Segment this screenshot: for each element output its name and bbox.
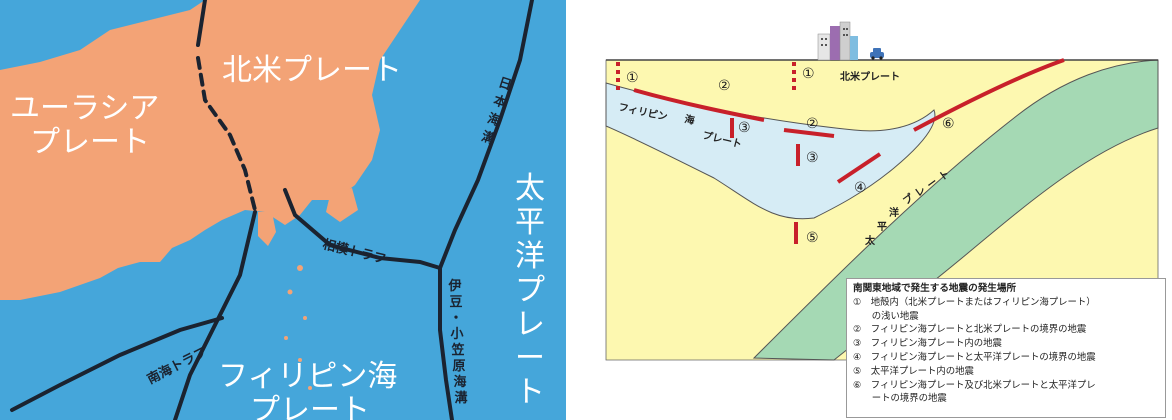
izu-trench-label-7: 海 [453,374,466,390]
buildings-icon [817,21,858,61]
izu-trench-label-8: 溝 [454,390,467,406]
izu-peninsula [258,212,276,246]
philippine-sea-plate [605,82,936,220]
sagami-trough-line [283,188,442,270]
marker-1-left: ① [626,70,639,86]
marker-3-left: ③ [738,120,751,136]
marker-2-center: ② [806,116,819,132]
eurasian-plate-label-2: プレート [30,125,150,160]
quake-zone-2-center [783,128,835,138]
philippine-plate-label-1: フィリピン海 [218,359,397,394]
eurasia-na-boundary-dashed [196,56,257,212]
marker-4: ④ [854,180,867,196]
izu-trench-label-4: 小 [450,327,463,342]
philippine-west-boundary [173,210,257,420]
pacific-plate-label-6: ー [515,341,545,376]
izu-trench-label-6: 原 [452,359,465,374]
legend-item-6-cont: ートの境界の地震 [853,393,947,405]
marker-3-center: ③ [806,150,819,166]
legend-item-4: ④ フィリピン海プレートと太平洋プレートの境界の地震 [853,351,1096,363]
izu-trench-label-1: 伊 [447,278,461,294]
japan-trench-label-4: 溝 [479,128,496,147]
japan-trench-label-1: 日 [496,75,513,93]
pacific-plate-label-5: レ [515,307,545,342]
marker-5: ⑤ [806,230,819,246]
legend-item-5: ⑤ 太平洋プレート内の地震 [853,365,974,377]
legend-item-1: ① 地殻内（北米プレートまたはフィリピン海プレート） [853,296,1096,308]
pacific-plate-label-3: 洋 [515,239,545,274]
section-pacific-char-3: 洋 [889,206,899,219]
eurasia-na-boundary-line [196,0,207,47]
legend-item-1-cont: の浅い地震 [853,310,919,322]
legend-item-6: ⑥ フィリピン海プレート及び北米プレートと太平洋プレ [853,379,1096,391]
marker-1-center: ① [802,66,815,82]
izu-trench-label-5: 笠 [450,342,464,358]
legend-item-2: ② フィリピン海プレートと北米プレートの境界の地震 [853,324,1087,336]
philippine-plate-label-2: プレート [250,393,370,420]
quake-zone-2-left [633,88,765,122]
izu-ogasawara-trench-line [438,266,454,420]
legend-title: 南関東地域で発生する地震の発生場所 [853,283,1017,294]
pacific-plate-label-4: プ [515,273,545,308]
pacific-plate-label-7: ト [515,375,545,410]
car-icon [870,48,884,60]
japan-land [0,0,420,300]
japan-trench-label-3: 海 [485,110,502,129]
quake-zone-6 [913,58,1065,132]
quake-zone-4 [836,152,882,184]
section-north-american-label: 北米プレート [840,70,900,83]
legend-item-3: ③ フィリピン海プレート内の地震 [853,338,1002,350]
north-american-plate-label: 北米プレート [222,53,402,88]
izu-islands [284,265,312,390]
section-philippine-label-2: 海 [683,112,695,127]
izu-trench-label-2: 豆 [449,295,462,310]
tectonic-plate-map: ユーラシア プレート 北米プレート フィリピン海 プレート 太 平 洋 プ レ … [0,0,566,420]
section-pacific-char-2: 平 [877,221,887,233]
section-pacific-char-1: 太 [864,234,876,247]
eurasian-plate-label-1: ユーラシア [10,91,159,126]
legend-box: 南関東地域で発生する地震の発生場所 ① 地殻内（北米プレートまたはフィリピン海プ… [846,278,1166,418]
japan-trench-label-2: 本 [491,92,508,111]
marker-6: ⑥ [942,116,955,132]
japan-trench-line [438,0,534,270]
pacific-plate-label-1: 太 [515,171,545,206]
pacific-plate-label-2: 平 [515,205,545,240]
marker-2-left: ② [718,78,731,94]
izu-trench-label-3: ・ [449,311,462,326]
nankai-trough-line [10,316,224,412]
boso-peninsula [326,188,358,222]
